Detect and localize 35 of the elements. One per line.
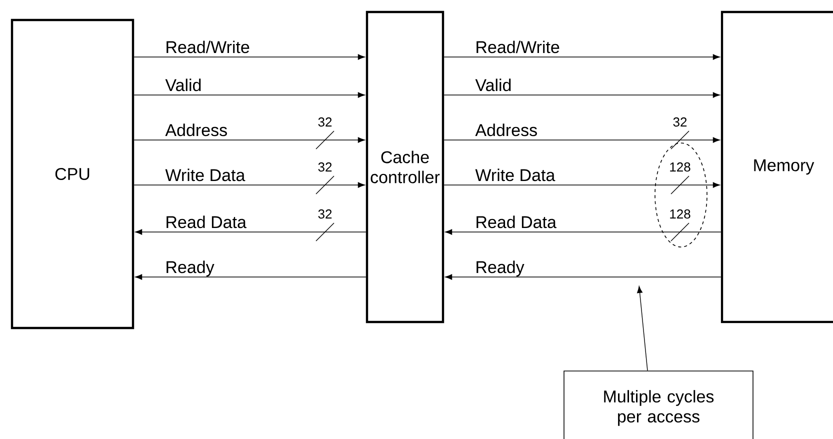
signal-label: Read Data — [166, 216, 246, 228]
signal-label: Address — [475, 124, 537, 136]
signal-label: Write Data — [475, 168, 556, 182]
arrow — [445, 229, 722, 235]
controller-box: Cache controller — [366, 10, 444, 324]
bus-width-label: 128 — [670, 162, 690, 172]
memory-box: Memory — [720, 10, 833, 324]
arrow — [134, 137, 365, 143]
arrow — [135, 229, 366, 235]
signal-label: Address — [165, 124, 227, 136]
arrow — [134, 92, 365, 98]
arrow — [444, 182, 720, 188]
signal-label: Valid — [165, 78, 201, 92]
signal-label: Read/Write — [166, 40, 250, 54]
arrow — [445, 274, 722, 280]
signal-label: Write Data — [165, 168, 246, 182]
leader-arrow — [637, 286, 648, 371]
arrow — [444, 92, 720, 98]
signal-label: Read/Write — [476, 40, 560, 54]
signal-label: Read Data — [476, 216, 556, 228]
bus-width-label: 32 — [318, 117, 332, 127]
signal-label: Ready — [476, 260, 524, 277]
arrow — [444, 137, 720, 143]
arrow — [134, 54, 365, 60]
bus-width-label: 128 — [670, 209, 690, 219]
bus-width-label: 32 — [318, 162, 332, 172]
cpu-box: CPU — [10, 18, 134, 330]
note-box: Multiple cycles per access — [564, 370, 754, 439]
bus-width-label: 32 — [673, 117, 687, 127]
arrow — [134, 182, 365, 188]
arrow — [135, 274, 366, 280]
signal-label: Valid — [475, 78, 511, 92]
signal-label: Ready — [166, 260, 214, 277]
arrow — [444, 54, 720, 60]
bus-width-label: 32 — [318, 209, 332, 219]
